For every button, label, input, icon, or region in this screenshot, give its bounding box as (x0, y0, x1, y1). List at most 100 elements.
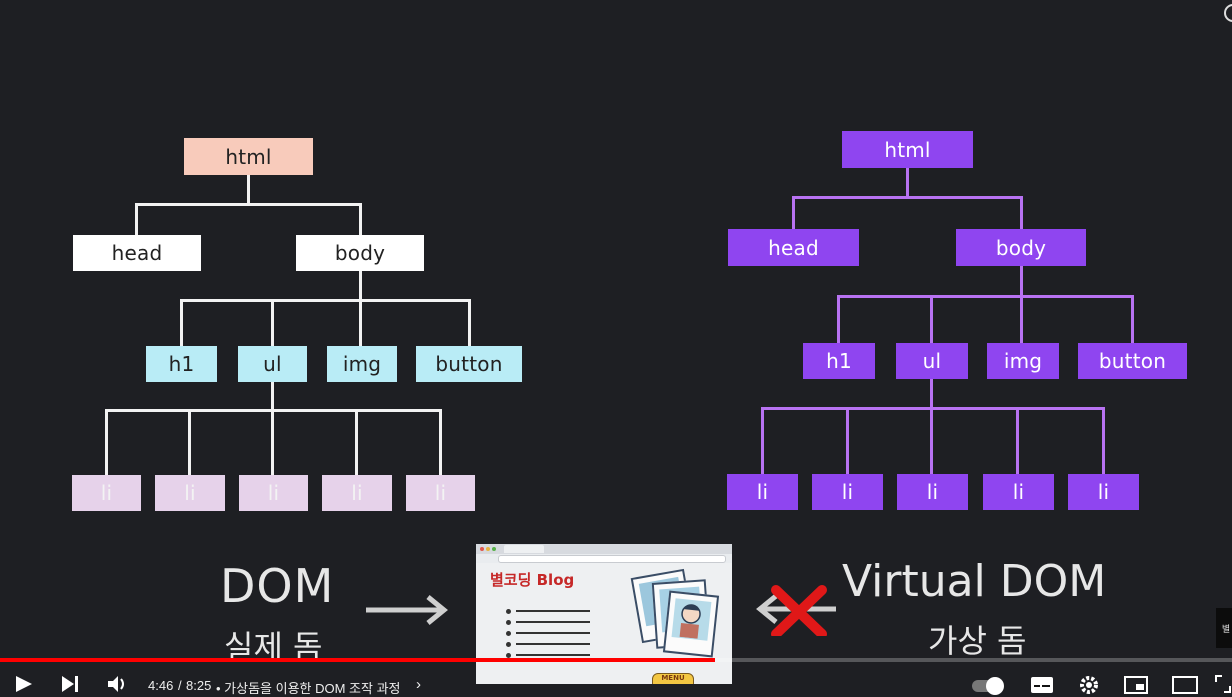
connector (188, 409, 191, 475)
volume-icon[interactable] (106, 674, 130, 694)
miniplayer-icon[interactable] (1124, 676, 1148, 694)
connector (355, 409, 358, 475)
connector (761, 407, 1105, 410)
real-node-li: li (406, 475, 475, 511)
connector (837, 295, 1134, 298)
text-line (516, 621, 590, 623)
virtual-dom-subtitle: 가상 돔 (928, 622, 1027, 660)
virtual-node-li: li (1068, 474, 1139, 510)
connector (930, 295, 933, 343)
connector (1131, 295, 1134, 343)
connector (271, 409, 274, 475)
text-line (516, 632, 590, 634)
real-node-li: li (322, 475, 392, 511)
real-node-body: body (296, 235, 424, 271)
next-icon[interactable] (60, 674, 82, 694)
real-node-head: head (73, 235, 201, 271)
browser-titlebar (476, 544, 732, 554)
connector (792, 196, 1023, 199)
real-node-img: img (327, 346, 397, 382)
connector (837, 295, 840, 343)
virtual-node-li: li (812, 474, 883, 510)
blog-title: 별코딩 Blog (490, 571, 575, 589)
connector (930, 407, 933, 474)
autoplay-toggle[interactable] (972, 677, 1004, 695)
connector (247, 175, 250, 205)
virtual-node-body: body (956, 229, 1086, 266)
blog-page: 별코딩 Blog MENU (476, 563, 732, 684)
blocked-arrow-icon (756, 585, 836, 636)
menu-badge: MENU (652, 673, 694, 684)
connector (180, 299, 183, 346)
time-total: 8:25 (186, 678, 212, 693)
connector (846, 407, 849, 474)
virtual-node-button: button (1078, 343, 1187, 379)
real-node-li: li (72, 475, 141, 511)
connector (1020, 266, 1023, 297)
photo-icon (662, 590, 720, 658)
connector (1020, 295, 1023, 343)
virtual-node-ul: ul (896, 343, 968, 379)
text-line (516, 643, 590, 645)
connector (180, 299, 471, 302)
connector (761, 407, 764, 474)
real-node-li: li (155, 475, 225, 511)
virtual-dom-title: Virtual DOM (842, 556, 1107, 607)
connector (1102, 407, 1105, 474)
bullet-icon (506, 642, 511, 647)
bullet-icon (506, 631, 511, 636)
virtual-node-img: img (987, 343, 1059, 379)
real-node-h1: h1 (146, 346, 217, 382)
virtual-node-li: li (983, 474, 1054, 510)
virtual-node-html: html (842, 131, 973, 168)
maximize-icon (492, 547, 496, 551)
address-bar (498, 555, 726, 563)
player-controls: 4:46 / 8:25 • 가상돔을 이용한 DOM 조작 과정 › (0, 660, 1232, 696)
chapter-title[interactable]: • 가상돔을 이용한 DOM 조작 과정 (216, 681, 401, 696)
progress-bar[interactable] (0, 658, 1232, 662)
minimize-icon (486, 547, 490, 551)
real-node-li: li (239, 475, 308, 511)
connector (105, 409, 108, 475)
close-icon (480, 547, 484, 551)
end-screen-card[interactable]: 별 (1216, 608, 1232, 648)
connector (1016, 407, 1019, 474)
theater-mode-icon[interactable] (1172, 676, 1198, 694)
progress-fill (0, 658, 715, 662)
fullscreen-icon[interactable] (1214, 674, 1232, 694)
browser-tab (504, 545, 544, 553)
info-icon[interactable] (1224, 4, 1232, 22)
virtual-node-h1: h1 (803, 343, 875, 379)
bullet-icon (506, 653, 511, 658)
connector (1020, 196, 1023, 229)
settings-gear-icon[interactable] (1078, 674, 1100, 696)
time-separator: / (178, 678, 182, 693)
connector (135, 203, 138, 235)
connector (906, 168, 909, 198)
time-current: 4:46 (148, 678, 174, 693)
subtitles-icon[interactable] (1030, 676, 1054, 694)
connector (271, 382, 274, 412)
arrow-right-icon (366, 595, 448, 625)
autoplay-knob-icon (986, 677, 1004, 695)
real-node-html: html (184, 138, 313, 175)
connector (930, 379, 933, 409)
text-line (516, 610, 590, 612)
play-icon[interactable] (14, 674, 34, 694)
connector (439, 409, 442, 475)
virtual-node-head: head (728, 229, 859, 266)
chevron-right-icon[interactable]: › (416, 676, 421, 693)
real-node-ul: ul (238, 346, 307, 382)
text-line (516, 654, 590, 656)
bullet-icon (506, 620, 511, 625)
virtual-node-li: li (727, 474, 798, 510)
connector (468, 299, 471, 346)
connector (359, 299, 362, 346)
real-node-button: button (416, 346, 522, 382)
virtual-node-li: li (897, 474, 968, 510)
connector (359, 203, 362, 235)
dom-title: DOM (220, 559, 335, 613)
connector (359, 271, 362, 301)
connector (792, 196, 795, 229)
